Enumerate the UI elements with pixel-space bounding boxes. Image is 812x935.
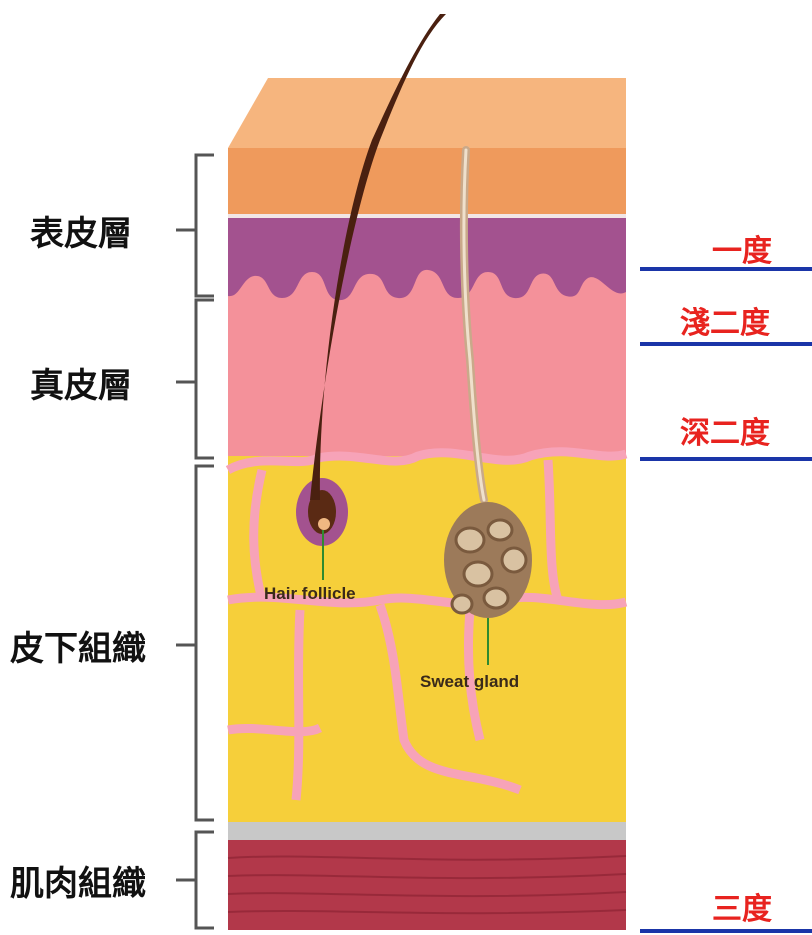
deep-second-degree-label: 深二度 xyxy=(680,408,770,452)
fascia-band xyxy=(228,822,626,840)
dermis-bracket xyxy=(176,300,214,458)
sweat-gland-label: Sweat gland xyxy=(420,672,519,692)
epidermis-upper-band xyxy=(228,148,626,216)
muscle-bracket xyxy=(176,832,214,928)
burn-depth-lines xyxy=(640,269,812,931)
muscle-label: 肌肉組織 xyxy=(10,856,146,905)
sweat-gland-coil xyxy=(444,502,532,618)
dermis-label: 真皮層 xyxy=(30,358,132,407)
subcutaneous-layer xyxy=(228,456,626,826)
epidermis-label: 表皮層 xyxy=(30,206,132,255)
hair-follicle-label: Hair follicle xyxy=(264,584,356,604)
skin-surface-top xyxy=(228,78,626,148)
dermal-papilla xyxy=(318,518,330,530)
subcutaneous-bracket xyxy=(176,466,214,820)
first-degree-label: 一度 xyxy=(712,226,772,270)
subcutaneous-label: 皮下組織 xyxy=(10,621,146,670)
epidermis-bracket xyxy=(176,155,214,296)
muscle-layer xyxy=(228,840,626,930)
layer-brackets xyxy=(176,155,214,928)
third-degree-label: 三度 xyxy=(712,884,772,928)
superficial-second-degree-label: 淺二度 xyxy=(680,298,770,342)
